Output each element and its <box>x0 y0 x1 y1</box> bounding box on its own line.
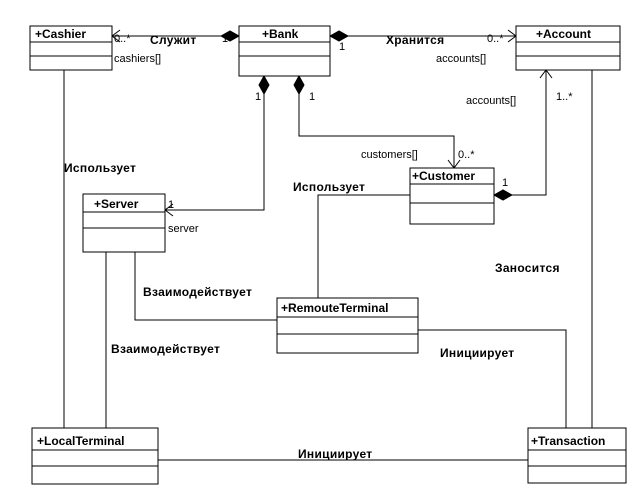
mult-bank-cashier-one: 1 <box>222 33 228 45</box>
link-customer-remote <box>317 194 410 298</box>
class-account[interactable]: +Account <box>515 25 621 71</box>
link-remote-transaction <box>418 329 567 428</box>
diamond-bank-account <box>328 30 350 42</box>
class-transaction[interactable]: +Transaction <box>527 427 627 484</box>
class-account-name: +Account <box>536 27 591 41</box>
mult-server-one: 1 <box>168 199 174 211</box>
role-customers: customers[] <box>361 149 418 161</box>
assoc-interacts-remote-label: Взаимодействует <box>143 285 252 299</box>
class-remoute-terminal[interactable]: +RemouteTerminal <box>276 297 419 354</box>
class-bank-name: +Bank <box>262 27 299 41</box>
mult-customer-many: 0..* <box>458 149 475 161</box>
mult-account-many: 0..* <box>487 33 504 45</box>
assoc-interacts-local-label: Взаимодействует <box>111 342 220 356</box>
role-accounts-bank: accounts[] <box>436 53 486 65</box>
mult-cashier-many: 0..* <box>114 33 131 45</box>
class-cashier[interactable]: +Cashier <box>29 25 113 71</box>
mult-account-customer-many: 1..* <box>556 91 573 103</box>
class-cashier-name: +Cashier <box>35 27 86 41</box>
class-bank[interactable]: +Bank <box>238 25 331 77</box>
assoc-recorded-label: Заносится <box>495 261 560 275</box>
diamond-customer-account <box>492 189 514 201</box>
assoc-uses-customer-label: Использует <box>293 180 365 194</box>
class-transaction-name: +Transaction <box>531 434 605 448</box>
link-customer-account <box>512 70 547 196</box>
mult-bank-customer-one: 1 <box>309 91 315 103</box>
assoc-serves-label: Служит <box>150 33 197 47</box>
diamond-bank-server <box>258 74 270 96</box>
role-cashiers: cashiers[] <box>114 53 161 65</box>
assoc-stored-label: Хранится <box>386 33 444 47</box>
diamond-bank-customer <box>293 74 305 96</box>
class-server-name: +Server <box>94 197 139 211</box>
role-accounts-customer: accounts[] <box>466 95 516 107</box>
class-local-terminal[interactable]: +LocalTerminal <box>31 427 159 485</box>
assoc-uses-cashier-label: Использует <box>64 161 136 175</box>
class-customer[interactable]: +Customer <box>409 167 495 225</box>
link-server-remote <box>134 252 277 321</box>
mult-bank-account-one: 1 <box>339 41 345 53</box>
class-server[interactable]: +Server <box>82 193 166 253</box>
class-customer-name: +Customer <box>412 169 475 183</box>
assoc-initiates-local-label: Инициирует <box>298 447 372 461</box>
assoc-initiates-remote-label: Инициирует <box>440 346 514 360</box>
link-bank-customer <box>298 94 455 168</box>
class-local-terminal-name: +LocalTerminal <box>37 434 124 448</box>
mult-customer-account-one: 1 <box>502 177 508 189</box>
role-server: server <box>168 223 199 235</box>
class-remoute-terminal-name: +RemouteTerminal <box>281 301 388 315</box>
link-bank-server <box>165 94 265 211</box>
mult-bank-server-one: 1 <box>255 91 261 103</box>
